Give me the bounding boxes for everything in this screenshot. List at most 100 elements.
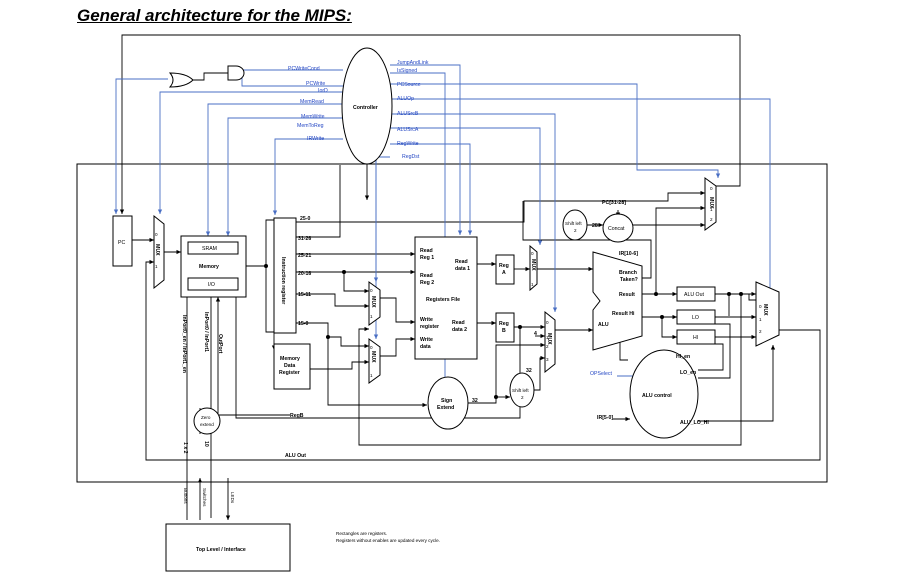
mux-alusrca-in0: 0: [531, 251, 534, 256]
mux-alusrca-in1: 1: [531, 282, 534, 287]
alusrca-label: ALUSrcA: [397, 127, 419, 133]
result-label: Result: [619, 292, 635, 298]
io-label: I/O: [208, 282, 215, 288]
alu-out-register: [676, 286, 716, 302]
mux-alu-lo-hi-in0: 0: [759, 304, 762, 309]
regwrite-label: RegWrite: [397, 141, 419, 147]
mux-alusrcb-label: MUX: [546, 333, 552, 345]
datapath-boundary: [76, 163, 828, 483]
mux-alusrca-label: MUX: [530, 259, 536, 271]
read-data2-label-1: Read: [452, 320, 465, 326]
page-title: General architecture for the MIPS:: [77, 6, 352, 25]
mux-alu-lo-hi-in2: 2: [759, 329, 762, 334]
sram-block: [187, 241, 239, 255]
jumpandlink-label: JumpAndLink: [397, 60, 429, 66]
lo-en-label: LO_en: [680, 370, 696, 376]
top-level-interface: [165, 523, 291, 572]
zero-extend: [193, 407, 221, 435]
shift-left-lower-label-2: 2: [521, 395, 524, 400]
datapath-wires: [119, 34, 821, 525]
alu-out-bus-label: ALU Out: [285, 453, 306, 459]
zero-extend-label-2: extend: [200, 422, 214, 427]
registers-file-label: Registers File: [426, 297, 460, 303]
lo-register: [676, 309, 716, 325]
mux-regdst: [368, 281, 381, 326]
read-data1-label-1: Read: [455, 259, 468, 265]
mux-pcsource-in1: 1: [710, 207, 713, 212]
mux-alusrcb-in0: 0: [546, 320, 549, 325]
read-reg1-label-1: Read: [420, 248, 433, 254]
mux-memtoreg-in0: 0: [370, 345, 373, 350]
mux-alu-lo-hi-label: MUX: [762, 304, 768, 316]
irwrite-label: IRWrite: [307, 136, 324, 142]
alu-control: [629, 349, 699, 439]
pcwritecond-label: PCWriteCond: [288, 66, 320, 72]
write-data-label-2: data: [420, 344, 431, 350]
mux-alusrca: [529, 244, 538, 292]
mux-pcsource-in0: 0: [710, 186, 713, 191]
shift-left-upper-label-2: 2: [574, 228, 577, 233]
mdr-label-1: Memory: [280, 356, 300, 362]
note-line-2: Registers without enables are updated ev…: [336, 538, 440, 543]
reg-a-label-1: Reg: [499, 263, 509, 269]
alu-lo-hi-label: ALU_LO_HI: [680, 420, 709, 426]
top-level-label: Top Level / Interface: [196, 547, 246, 553]
ir-5-0-label: IR[5-0]: [597, 415, 613, 421]
write-register-label-2: register: [420, 324, 439, 330]
io-block: [187, 277, 239, 291]
issigned-label: IsSigned: [397, 68, 417, 74]
branch-taken-label-1: Branch: [619, 270, 637, 276]
alu-out-label: ALU Out: [684, 292, 704, 298]
field-25-21: 25-21: [298, 253, 311, 259]
mux-pcsource: [704, 177, 717, 231]
alusrcb-label: ALUSrcB: [397, 111, 419, 117]
hi-register: [676, 329, 716, 345]
inport-enable-label: InPort0_en / InPort1_en: [181, 315, 187, 373]
pc-label: PC: [118, 240, 125, 246]
width-1x2-label: 1 x 2: [182, 442, 188, 454]
memwrite-label: MemWrite: [301, 114, 325, 120]
outport-label: OutPort: [217, 334, 223, 354]
mdr-label-2: Data: [284, 363, 295, 369]
mux-alusrcb-in2: 2: [546, 344, 549, 349]
mdr-label-3: Register: [279, 370, 300, 376]
hi-label: HI: [693, 335, 698, 341]
wire-width-32a: 32: [472, 398, 478, 404]
field-25-0: 25-0: [300, 216, 310, 222]
alu: [592, 251, 643, 351]
mux-memtoreg-in1: 1: [370, 373, 373, 378]
field-31-26: 31-26: [298, 236, 311, 242]
mux-alu-lo-hi: [755, 281, 780, 347]
memtoreg-label: MemToReg: [297, 123, 324, 129]
field-20-16: 20-16: [298, 271, 311, 277]
pcsource-label: PCSource: [397, 82, 421, 88]
mux-alusrcb-in3: 3: [546, 357, 549, 362]
mux-regdst-in1: 1: [370, 314, 373, 319]
mux-iord-label: MUX: [154, 244, 160, 256]
mux-regdst-label: MUX: [370, 296, 376, 308]
sram-label: SRAM: [202, 246, 217, 252]
controller-label: Controller: [353, 105, 378, 111]
mux-memtoreg: [368, 338, 381, 384]
alu-label: ALU: [598, 322, 609, 328]
and-gate: [227, 65, 245, 81]
mux-iord-in0: 0: [155, 232, 158, 237]
branch-logic-gates: [168, 65, 245, 88]
wire-width-32b: 32: [526, 368, 532, 374]
result-hi-label: Result Hi: [612, 311, 635, 317]
reg-a: [495, 254, 515, 285]
in-ports-label: InPort0 / InPort1: [203, 312, 209, 352]
sign-extend-label-1: Sign: [441, 398, 452, 404]
shift-left-upper-label-1: Shift left: [565, 221, 582, 226]
mux-alusrcb-constant-4: 4: [534, 331, 537, 337]
read-data1-label-2: data 1: [455, 266, 470, 272]
leds-label: LEDs: [230, 492, 235, 504]
pc-register: [112, 215, 133, 267]
mux-iord: [153, 214, 165, 290]
field-15-0: 15-0: [298, 321, 308, 327]
read-data2-label-2: data 2: [452, 327, 467, 333]
mux-memtoreg-label: MUX: [370, 351, 376, 363]
mux-alusrcb-in1: 1: [546, 335, 549, 340]
instruction-register: [273, 217, 297, 334]
